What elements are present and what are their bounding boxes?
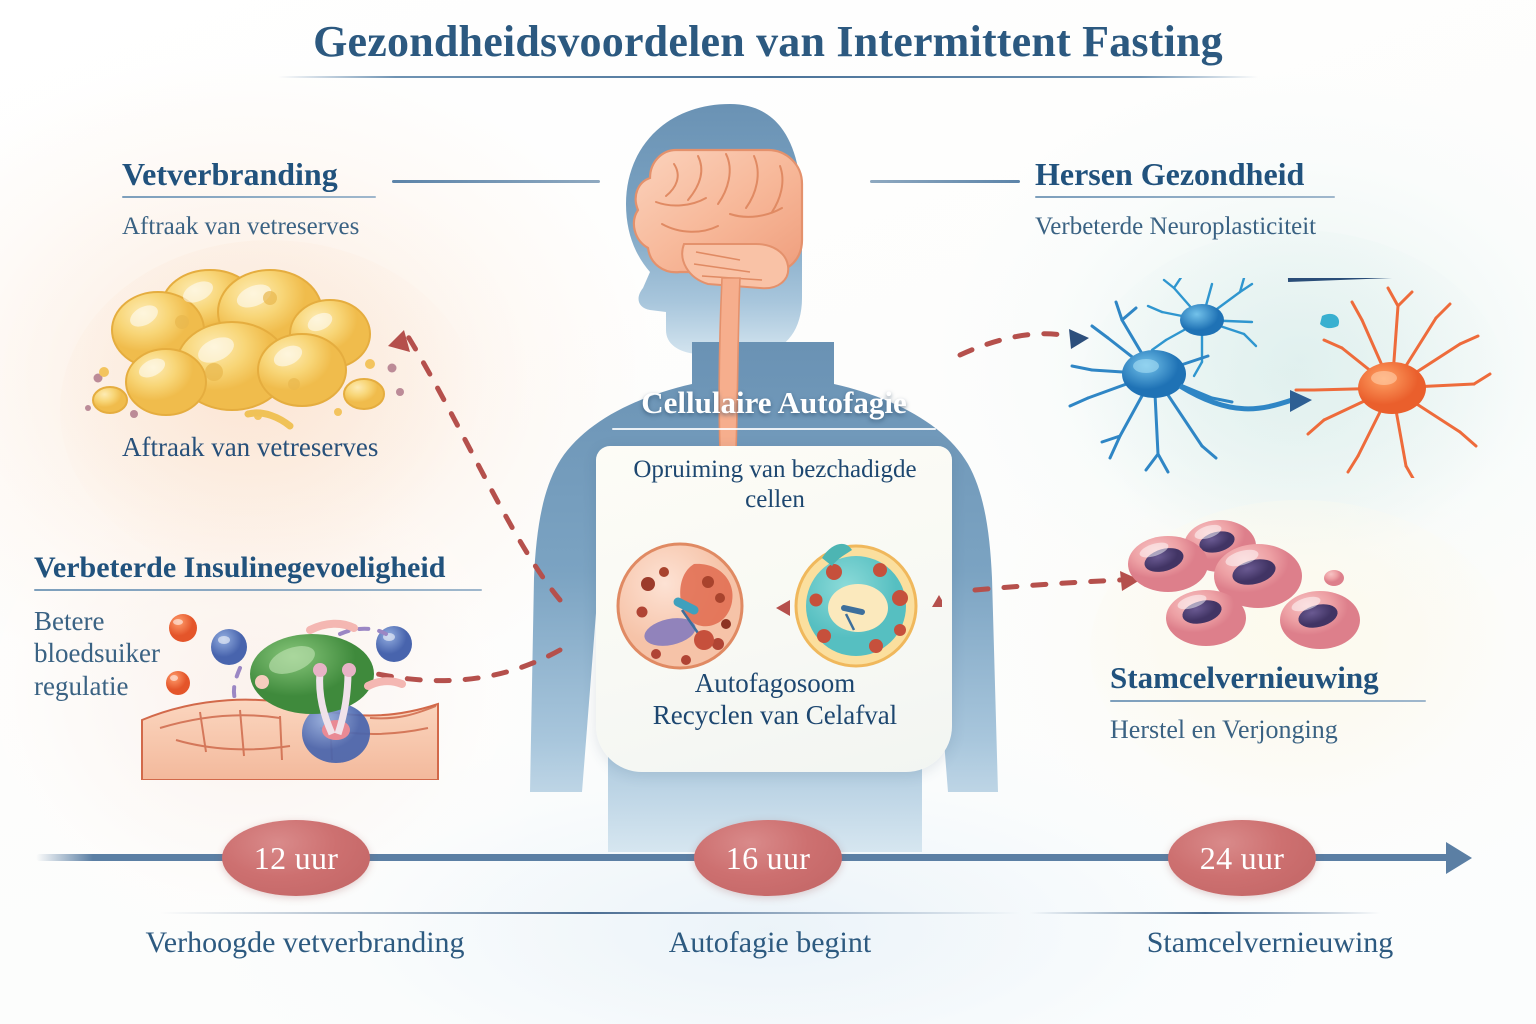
stem-cells-block: Stamcelvernieuwing Herstel en Verjonging xyxy=(1110,660,1510,745)
timeline-segment-rule-1 xyxy=(160,912,1020,914)
brain-health-heading: Hersen Gezondheid xyxy=(1035,156,1305,192)
fasting-timeline: 12 uur 16 uur 24 uur Verhoogde vetverbra… xyxy=(0,800,1536,990)
brain-health-underline xyxy=(1035,195,1335,198)
timeline-caption-12h: Verhoogde vetverbranding xyxy=(145,926,465,959)
recycling-label: Recyclen van Celafval xyxy=(652,700,898,730)
timeline-badge-12h[interactable]: 12 uur xyxy=(222,820,370,896)
neurons-illustration xyxy=(1068,278,1492,478)
stem-cells-subtitle: Herstel en Verjonging xyxy=(1110,714,1338,744)
fat-burning-underline xyxy=(122,195,376,198)
brain-lead-line xyxy=(870,180,1020,183)
timeline-badge-16h[interactable]: 16 uur xyxy=(694,820,842,896)
page-title: Gezondheidsvoordelen van Intermittent Fa… xyxy=(313,17,1223,66)
insulin-heading: Verbeterde Insulinegevoeligheid xyxy=(34,551,446,584)
page-title-wrapper: Gezondheidsvoordelen van Intermittent Fa… xyxy=(0,17,1536,79)
title-underline xyxy=(278,76,1258,79)
fat-burning-caption: Aftraak van vetreserves xyxy=(122,432,379,462)
insulin-block: Verbeterde Insulinegevoeligheid Betere b… xyxy=(34,552,504,703)
center-panel-subtitle: Opruiming van bezchadigde cellen xyxy=(633,456,917,513)
brain-health-subtitle: Verbeterde Neuroplasticiteit xyxy=(1035,212,1317,240)
stem-cells-illustration xyxy=(1128,520,1360,649)
timeline-arrowhead-icon xyxy=(1446,842,1472,874)
fat-burning-heading: Vetverbranding xyxy=(122,156,338,192)
fat-lead-line xyxy=(392,180,600,183)
insulin-subtitle: Betere bloedsuiker regulatie xyxy=(34,605,160,702)
brain-illustration xyxy=(632,148,804,453)
timeline-badge-24h[interactable]: 24 uur xyxy=(1168,820,1316,896)
insulin-underline xyxy=(34,588,482,591)
fat-burning-block: Vetverbranding Aftraak van vetreserves xyxy=(122,156,552,242)
stem-cells-underline xyxy=(1110,699,1426,702)
fat-globules-illustration xyxy=(85,269,404,430)
autophagy-cells-illustration xyxy=(616,542,942,670)
brain-health-block: Hersen Gezondheid Verbeterde Neuroplasti… xyxy=(1035,156,1495,242)
center-panel-heading: Cellulaire Autofagie xyxy=(641,385,907,420)
timeline-caption-24h: Stamcelvernieuwing xyxy=(1146,926,1394,959)
autophagosome-label: Autofagosoom xyxy=(694,668,856,698)
fat-burning-subtitle: Aftraak van vetreserves xyxy=(122,212,360,240)
center-panel-heading-underline xyxy=(612,428,936,430)
stem-cells-heading: Stamcelvernieuwing xyxy=(1110,660,1379,695)
insulin-receptor-illustration xyxy=(141,614,439,780)
timeline-caption-16h: Autofagie begint xyxy=(668,926,872,959)
timeline-segment-rule-2 xyxy=(1030,912,1380,914)
